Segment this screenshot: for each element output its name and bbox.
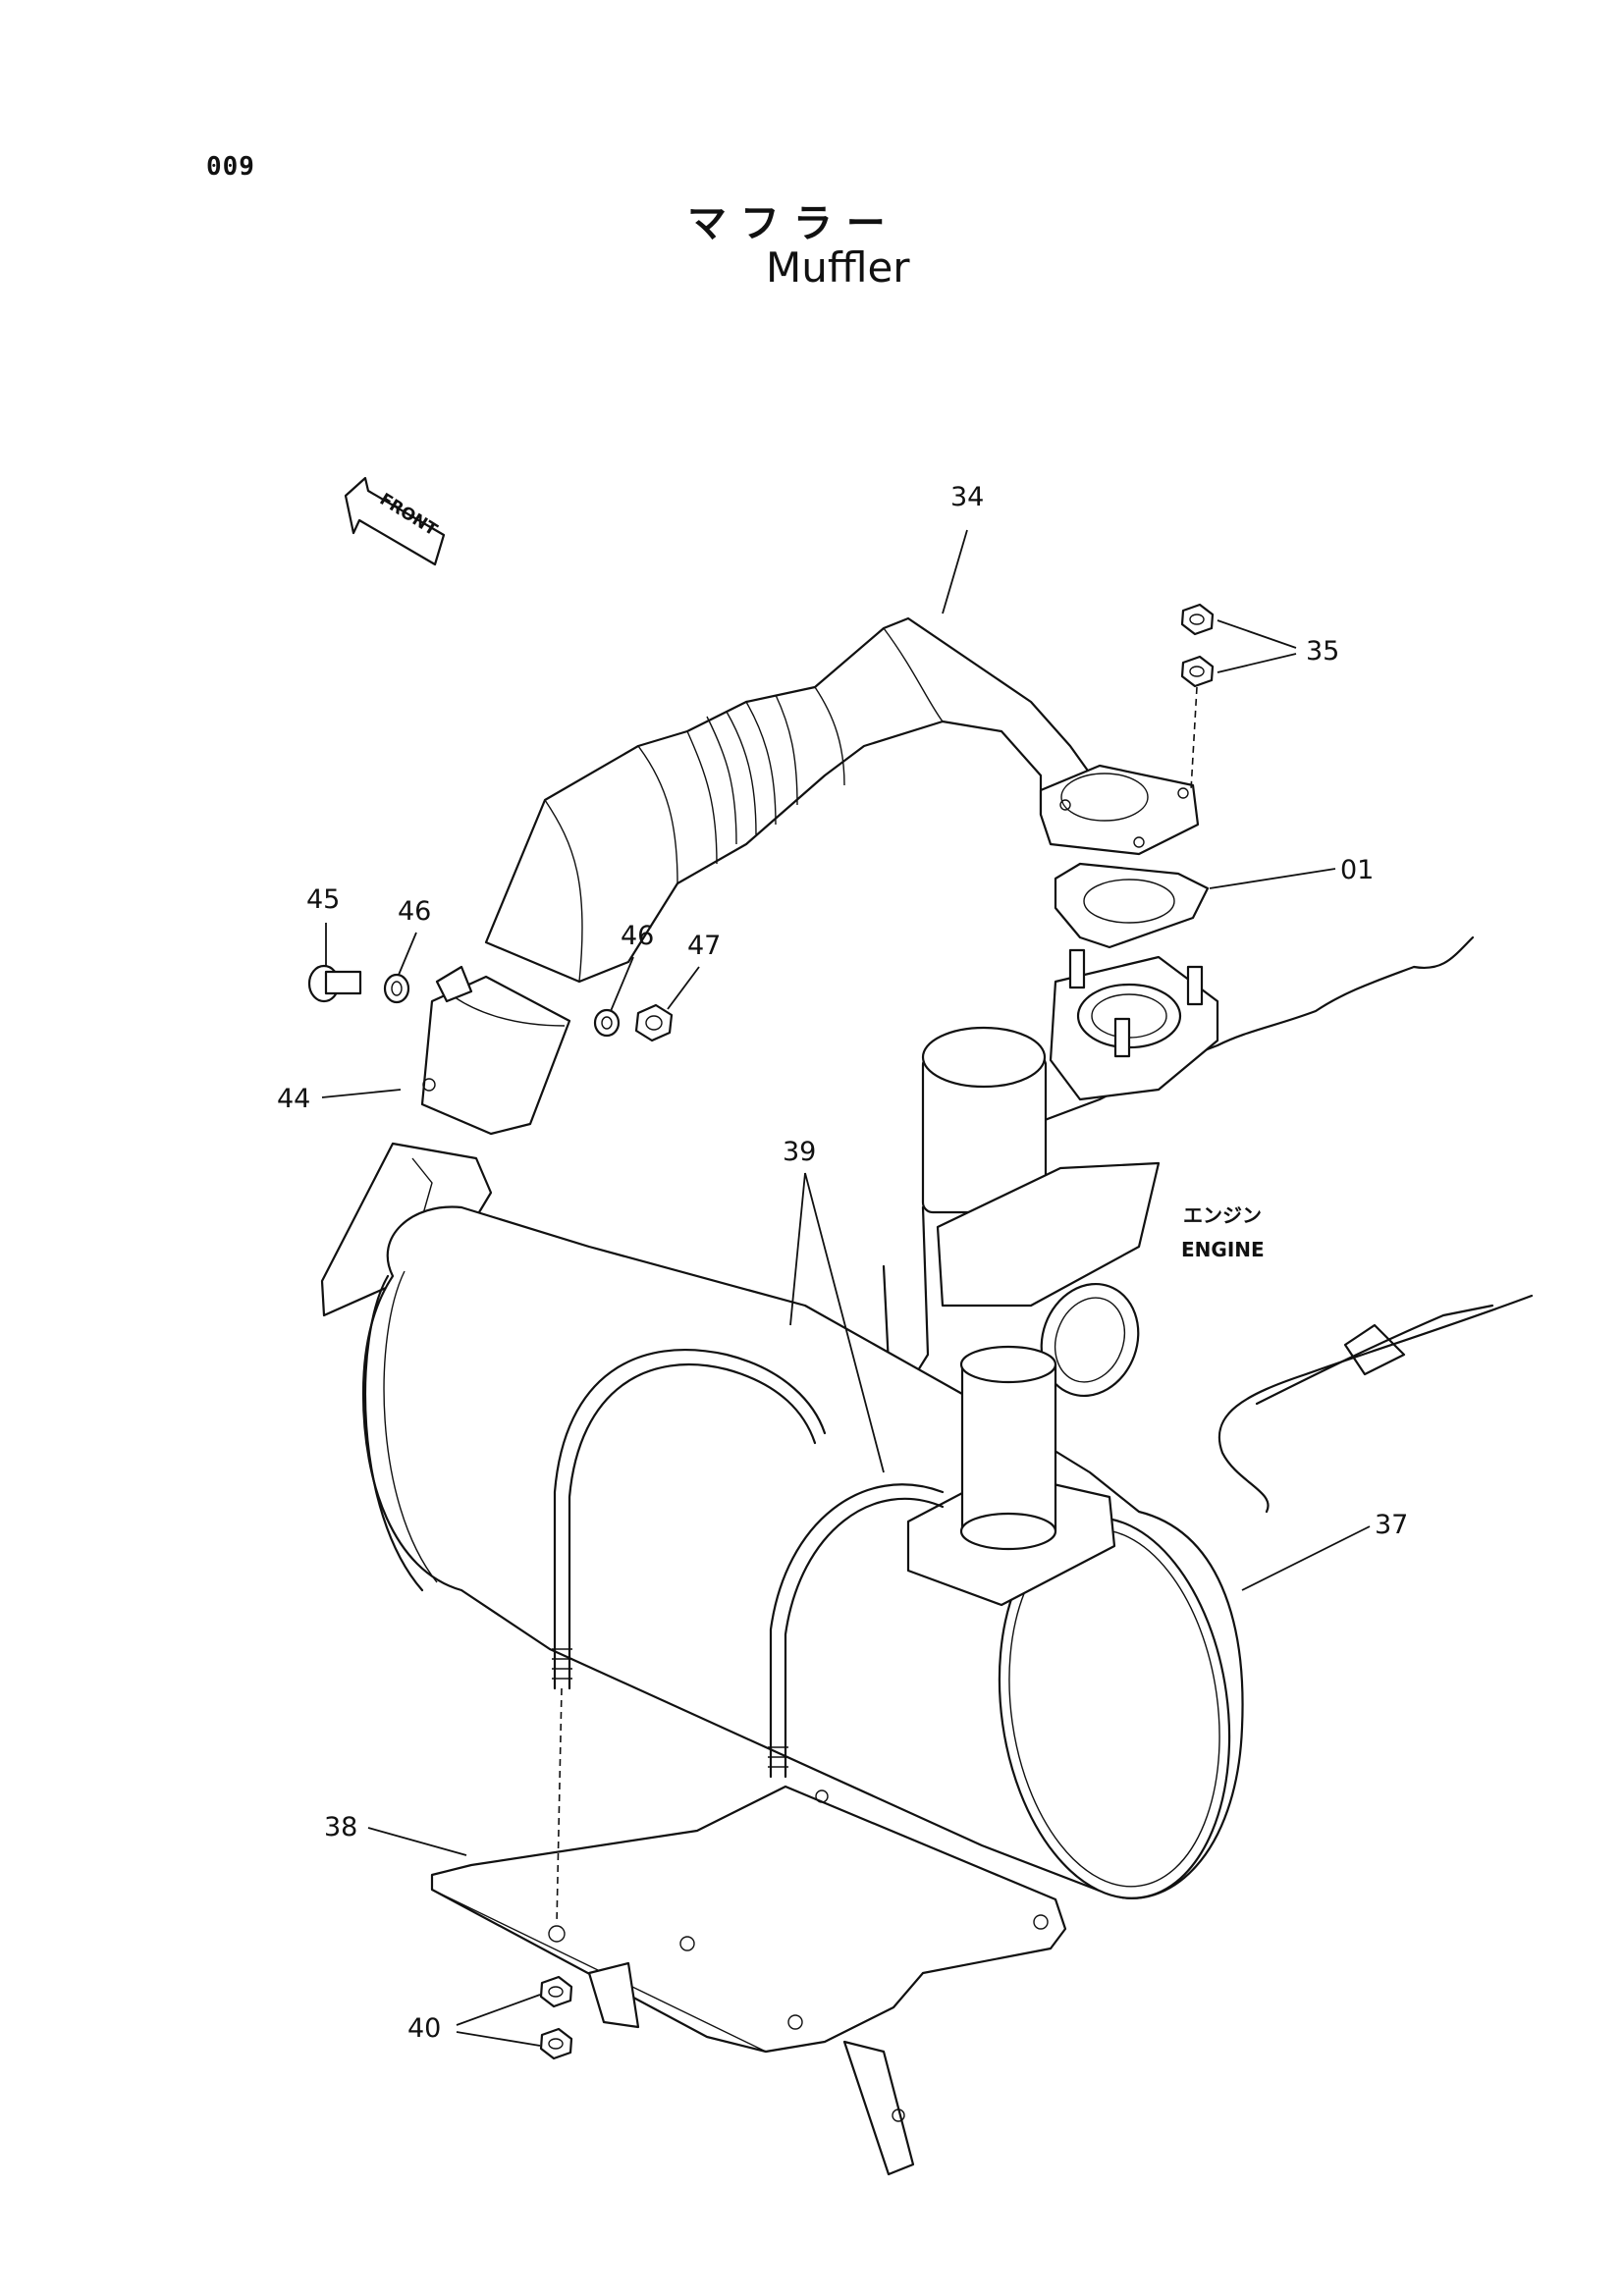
callout-38: 38: [324, 1812, 357, 1842]
title-english: Muffler: [766, 243, 910, 292]
callout-44: 44: [277, 1084, 310, 1114]
clamp-nut: [634, 1003, 674, 1042]
washer-right: [593, 1008, 621, 1038]
page-code: 009: [206, 152, 255, 182]
engine-label-japanese: エンジン: [1183, 1203, 1262, 1227]
callout-46-left: 46: [398, 896, 431, 927]
engine-label-english: ENGINE: [1181, 1238, 1265, 1261]
engine-block: [921, 1026, 1161, 1398]
manifold-flange: [1049, 948, 1219, 1101]
title-japanese: マ フ ラ ー: [687, 201, 886, 246]
callout-39: 39: [783, 1137, 816, 1167]
callout-01: 01: [1340, 855, 1374, 885]
callouts: 34 35 01 45 46 46 47 44 39 37 38 40: [277, 482, 1408, 2044]
muffler-outlet-stack: [906, 1345, 1116, 1607]
pipe-flange: [1039, 764, 1200, 856]
nut-pair-bottom: [539, 1975, 573, 2060]
nut-pair-top: [1180, 603, 1215, 791]
callout-35: 35: [1306, 636, 1339, 667]
front-arrow-icon: FRONT: [344, 476, 446, 566]
callout-34: 34: [950, 482, 984, 512]
clamp-bolt: [307, 964, 362, 1003]
exhaust-pipe: [484, 616, 1097, 984]
u-bolt-front: [552, 1348, 827, 1690]
gasket: [1054, 862, 1210, 949]
callout-40: 40: [407, 2013, 441, 2044]
u-bolt-rear: [768, 1483, 945, 1779]
mounting-bracket: [430, 1687, 1067, 2176]
muffler-body: [361, 1205, 1244, 1899]
callout-45: 45: [306, 884, 340, 915]
washer-left: [383, 973, 410, 1004]
callout-46-right: 46: [621, 921, 654, 951]
callout-47: 47: [687, 931, 721, 961]
leader-lines: [321, 529, 1371, 2047]
callout-37: 37: [1375, 1510, 1408, 1540]
pipe-clamp: [420, 965, 571, 1136]
